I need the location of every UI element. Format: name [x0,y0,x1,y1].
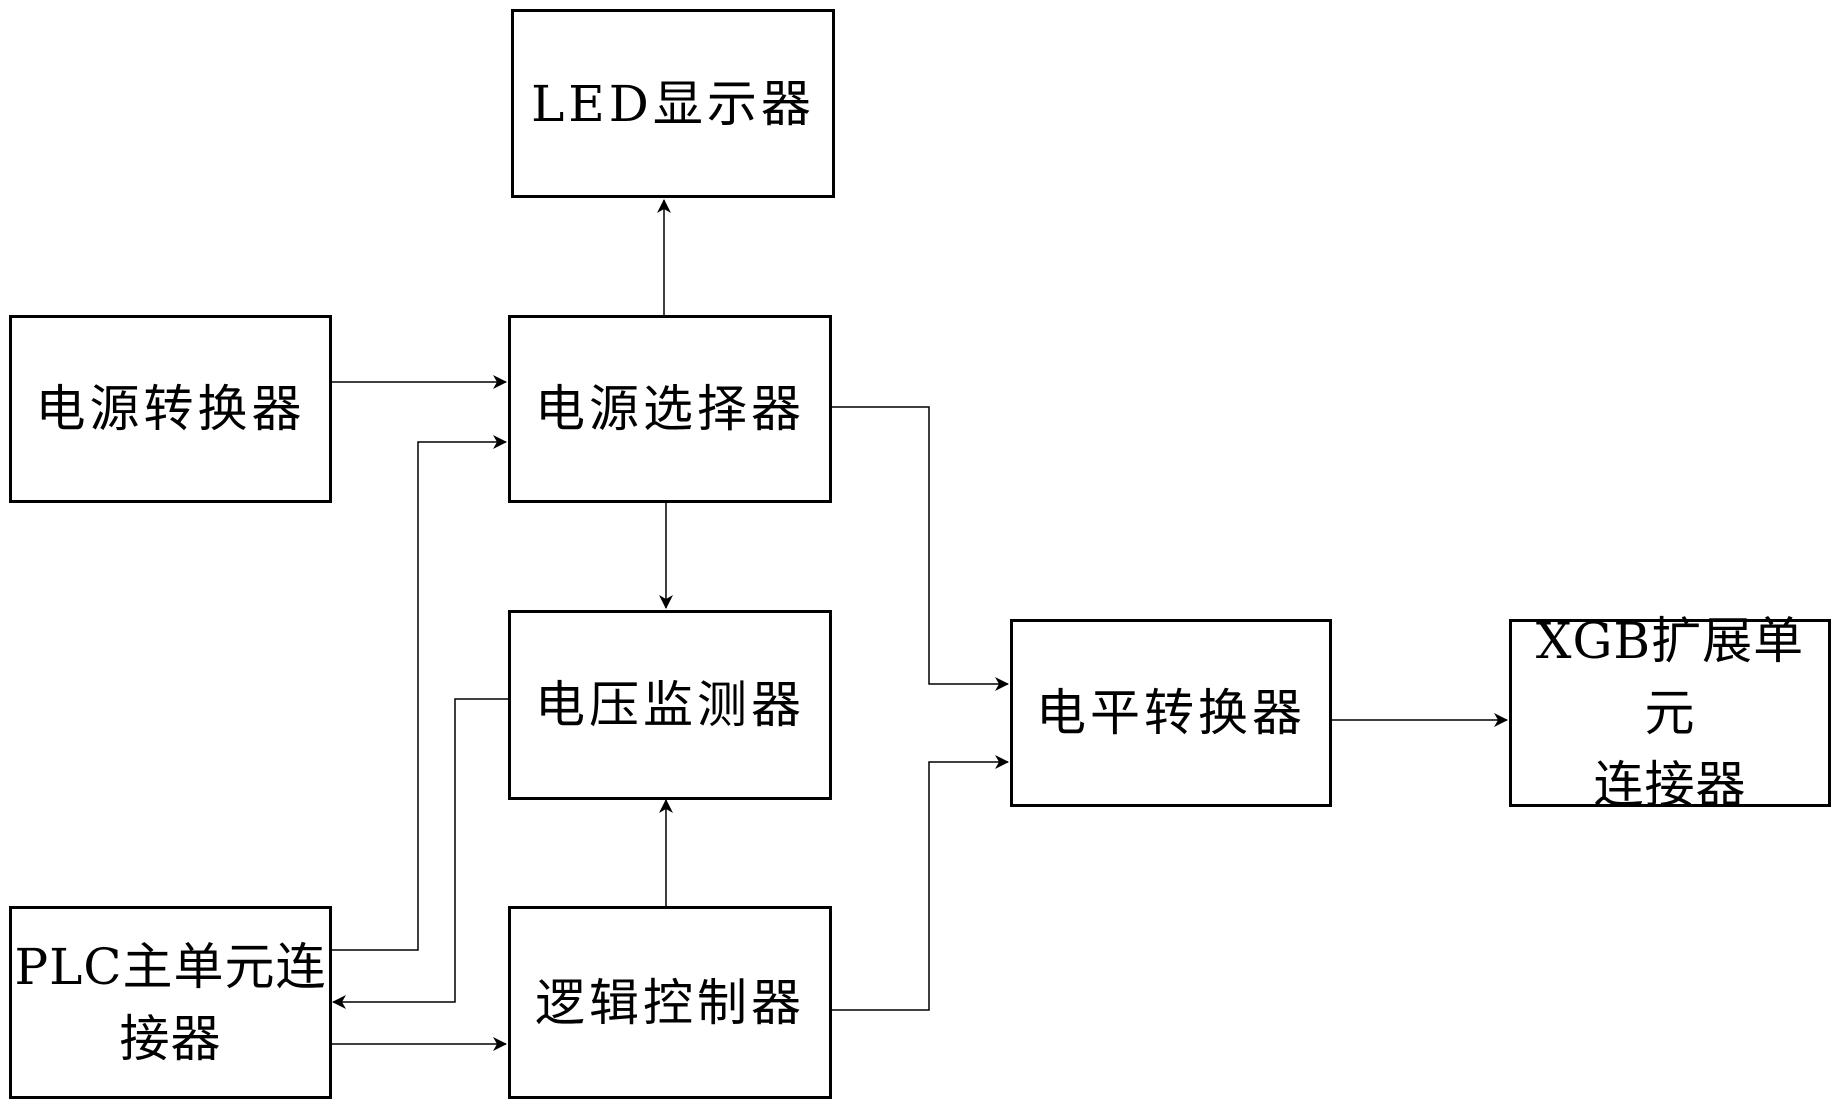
node-plc-connector: PLC主单元连 接器 [9,906,332,1099]
node-label: PLC主单元连 接器 [14,937,327,1068]
node-xgb-connector: XGB扩展单元 连接器 [1509,612,1831,814]
edge-monitor-to-plc [332,698,508,1009]
edge-selector-to-level [831,406,1009,691]
edge-plc-to-selector [331,435,507,951]
node-label: 电压监测器 [535,676,805,734]
node-label: XGB扩展单元 连接器 [1535,612,1805,814]
node-power-selector: 电源选择器 [508,315,832,503]
edge-logic-to-level [831,755,1009,1011]
node-label: 逻辑控制器 [535,973,805,1032]
node-voltage-monitor: 电压监测器 [508,610,832,800]
node-logic-controller: 逻辑控制器 [508,906,832,1099]
node-label: 电源转换器 [35,380,306,438]
node-level-shifter: 电平转换器 [1010,619,1332,807]
node-label: 电平转换器 [1036,684,1306,742]
node-led-display: LED显示器 [511,9,835,198]
node-label: LED显示器 [531,74,815,133]
node-power-converter: 电源转换器 [9,315,332,503]
node-label: 电源选择器 [535,380,805,438]
